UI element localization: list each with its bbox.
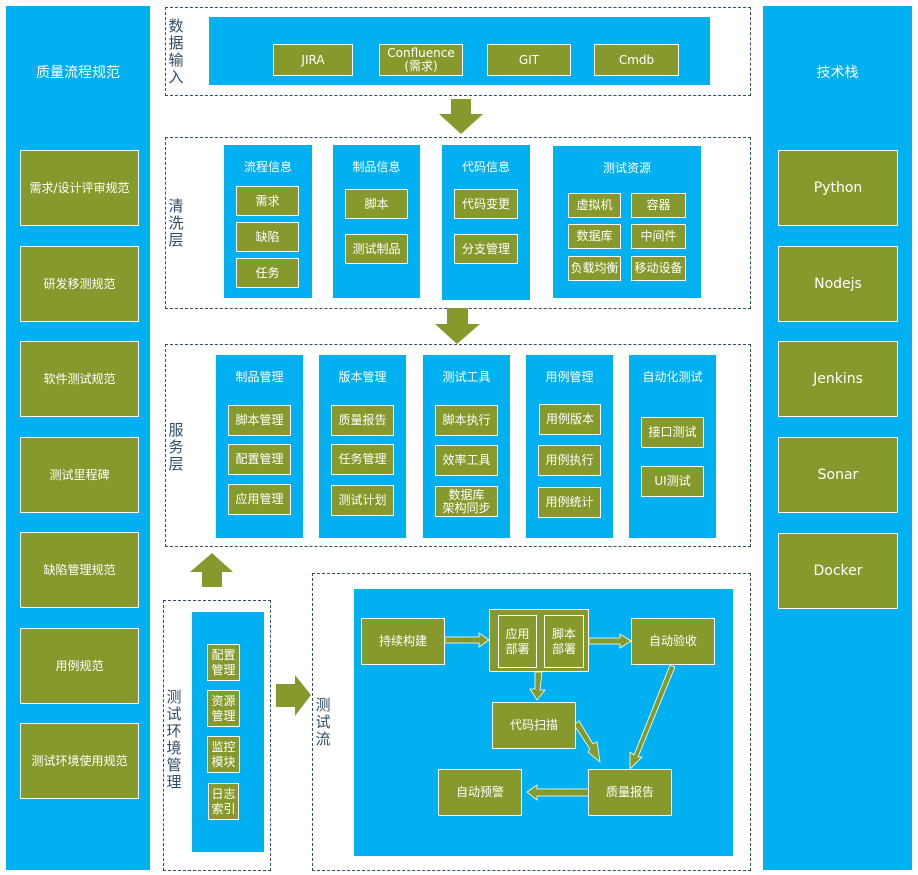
group-title: 测试工具 [442,370,491,384]
flow-node-quality-report: 质量报告 [588,769,672,816]
env-resource-management: 资源 管理 [207,690,240,727]
item-vm: 虚拟机 [568,193,621,218]
item-test-plan: 测试计划 [331,485,394,516]
item-case-version: 用例版本 [539,404,601,435]
item-ui-testing: UI测试 [641,466,704,497]
left-panel-item: 研发移测规范 [20,246,139,322]
tech-stack-item: Jenkins [778,341,898,417]
item-load-balancer: 负载均衡 [568,256,621,281]
arrow-right-icon [276,675,311,716]
env-management-label: 测试环境管理 [166,688,182,791]
left-panel-item: 缺陷管理规范 [20,532,139,608]
right-panel-title: 技术栈 [816,65,859,81]
env-config-management: 配置 管理 [207,644,240,681]
item-config-management: 配置管理 [228,444,291,475]
left-panel-item: 测试里程碑 [20,437,139,513]
item-task-management: 任务管理 [331,444,394,475]
flow-node-script-deploy: 脚本部署 [544,615,584,668]
item-script-management: 脚本管理 [228,405,291,436]
item-database: 数据库 [568,224,621,249]
test-flow-label: 测试流 [315,696,331,748]
item-middleware: 中间件 [631,224,686,249]
env-log-index: 日志 索引 [208,783,239,820]
item-requirement: 需求 [236,186,299,216]
flow-node-continuous-build: 持续构建 [361,618,445,665]
service-layer-label: 服务层 [168,421,184,473]
item-case-execution: 用例执行 [538,445,601,476]
item-case-statistics: 用例统计 [538,487,601,518]
item-container: 容器 [631,193,686,218]
item-test-artifact: 测试制品 [345,234,408,264]
item-quality-report: 质量报告 [331,405,394,436]
tech-stack-item: Python [778,150,898,226]
source-confluence: Confluence (需求) [379,44,463,76]
group-title: 制品管理 [235,370,284,384]
left-panel-item: 需求/设计评审规范 [20,150,139,226]
group-artifact-info: 制品信息 [333,145,420,298]
source-git: GIT [487,44,571,76]
arrow-down-icon [439,99,483,134]
group-title: 用例管理 [545,370,594,384]
flow-node-auto-alert: 自动预警 [438,769,522,816]
source-cmdb: Cmdb [594,44,679,76]
left-panel-title: 质量流程规范 [36,65,120,81]
group-title: 测试资源 [602,161,651,175]
source-jira: JIRA [273,44,353,76]
group-title: 流程信息 [243,160,292,174]
item-script: 脚本 [345,189,408,219]
left-panel-item: 软件测试规范 [20,341,139,417]
left-panel-item: 用例规范 [20,628,139,704]
env-management-section [163,600,271,871]
tech-stack-item: Sonar [778,437,898,513]
group-title: 版本管理 [338,370,387,384]
arrow-down-icon [435,308,480,344]
item-db-schema-sync: 数据库 架构同步 [435,486,498,517]
group-title: 自动化测试 [642,370,703,384]
service-layer-section [165,344,751,547]
data-input-section [165,7,751,96]
cleaning-layer-label: 清洗层 [168,197,184,249]
item-task: 任务 [236,258,299,288]
data-input-label: 数据输入 [168,17,184,86]
group-code-info: 代码信息 [442,145,530,300]
group-title: 代码信息 [461,160,510,174]
item-branch-management: 分支管理 [454,234,518,264]
test-flow-section [312,573,751,871]
item-script-execution: 脚本执行 [435,405,498,436]
item-api-testing: 接口测试 [641,417,704,448]
tech-stack-item: Nodejs [778,246,898,322]
item-defect: 缺陷 [236,222,299,252]
flow-node-app-deploy: 应用部署 [498,615,537,668]
env-monitoring-module: 监控 模块 [207,736,240,773]
item-app-management: 应用管理 [228,484,291,515]
item-code-change: 代码变更 [454,189,518,219]
tech-stack-item: Docker [778,533,898,609]
item-efficiency-tools: 效率工具 [435,445,498,476]
left-panel-item: 测试环境使用规范 [20,723,139,799]
flow-node-auto-acceptance: 自动验收 [631,618,715,665]
flow-node-code-scan: 代码扫描 [492,702,576,749]
arrow-up-icon [190,553,233,587]
item-mobile-device: 移动设备 [631,256,686,281]
group-title: 制品信息 [352,160,401,174]
